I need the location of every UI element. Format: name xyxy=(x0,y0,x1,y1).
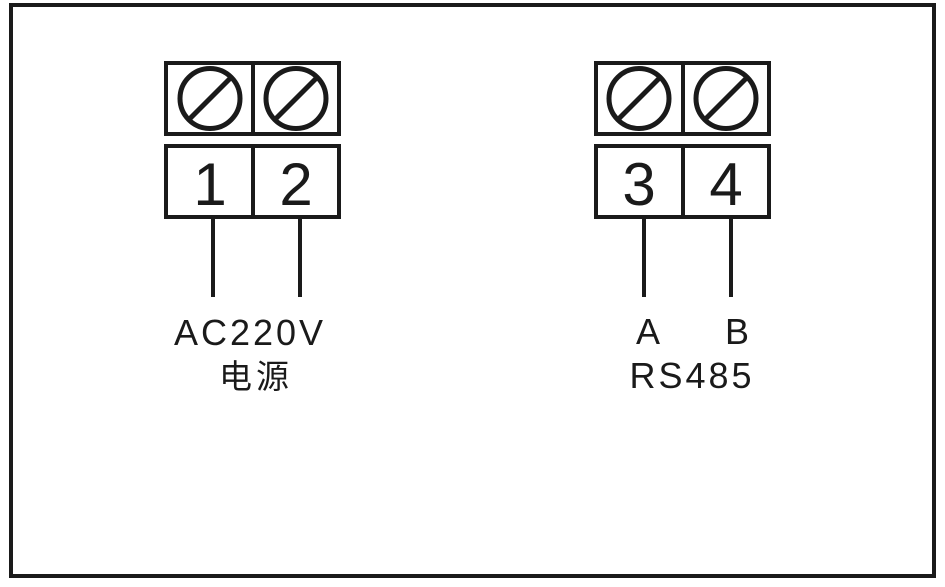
power-caption-voltage: AC220V xyxy=(174,312,326,353)
screw-icon xyxy=(606,66,672,131)
terminal-number-1: 1 xyxy=(193,151,226,218)
terminal-block-power: 1 2 AC220V 电源 xyxy=(164,61,341,396)
screw-icon xyxy=(693,66,759,131)
screw-icon xyxy=(263,66,329,131)
wire-label-a: A xyxy=(636,311,660,352)
screw-icon xyxy=(177,66,243,131)
terminal-number-4: 4 xyxy=(709,151,742,218)
terminal-number-3: 3 xyxy=(622,151,655,218)
outer-frame xyxy=(9,3,936,578)
wire-label-b: B xyxy=(725,311,749,352)
rs485-caption: RS485 xyxy=(629,355,754,396)
power-caption-source: 电源 xyxy=(219,357,293,396)
terminal-block-rs485: 3 4 A B RS485 xyxy=(594,61,771,396)
terminal-number-2: 2 xyxy=(279,151,312,218)
